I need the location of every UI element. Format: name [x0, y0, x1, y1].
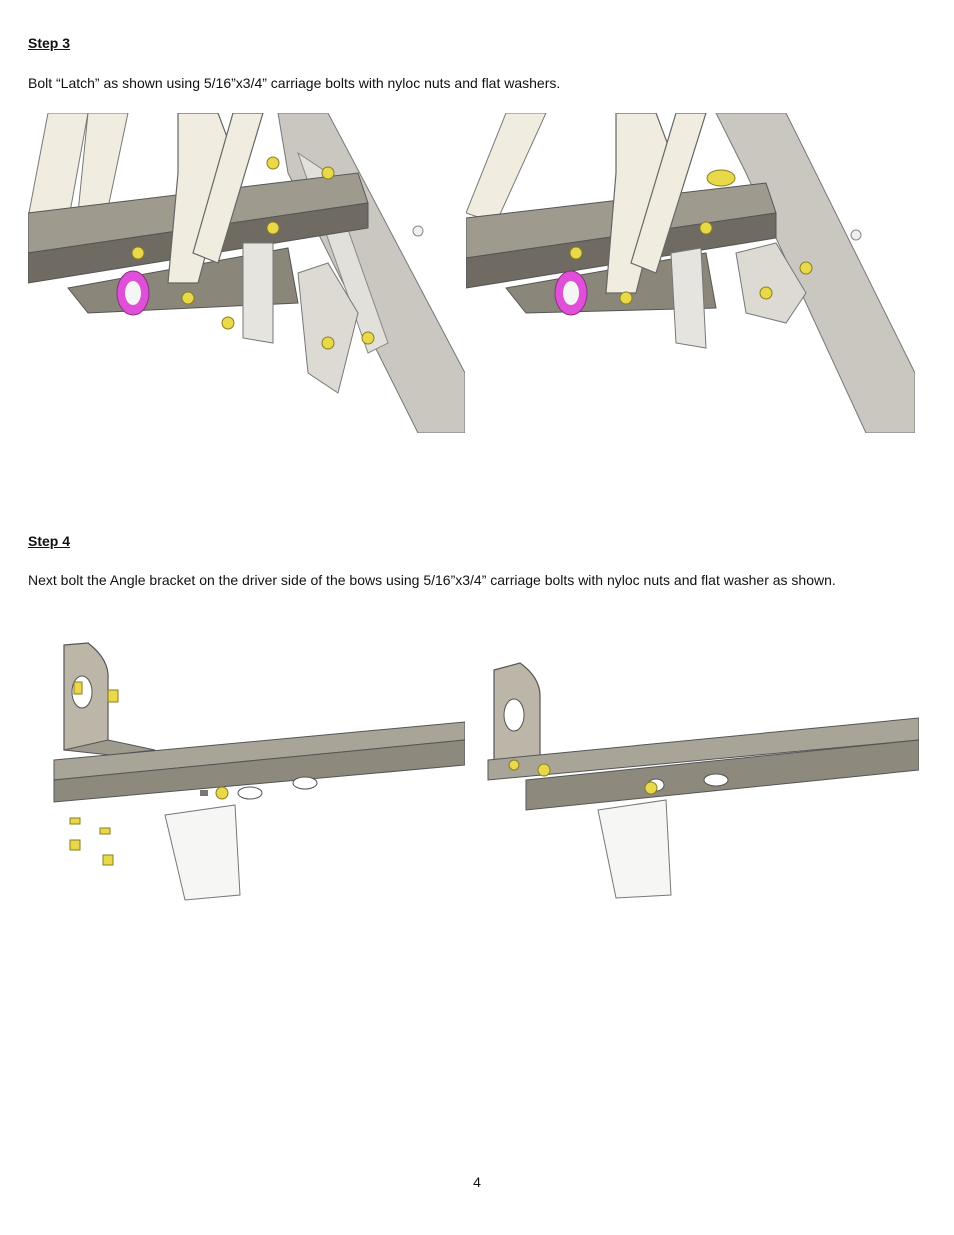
angle-bracket-exploded-illustration — [53, 642, 465, 901]
step3-figure-right — [466, 113, 915, 433]
step4-heading: Step 4 — [28, 533, 71, 549]
step4-figure-left — [50, 640, 465, 905]
step4-instructions: Next bolt the Angle bracket on the drive… — [28, 572, 836, 588]
latch-installed-illustration — [466, 113, 915, 433]
latch-exploded-illustration — [28, 113, 465, 433]
step3-heading: Step 3 — [28, 35, 71, 51]
angle-bracket-installed-illustration — [487, 662, 919, 899]
step4-figure-right — [486, 660, 919, 900]
step3-instructions: Bolt “Latch” as shown using 5/16”x3/4” c… — [28, 75, 561, 91]
step3-figure-left — [28, 113, 465, 433]
page-number: 4 — [473, 1174, 481, 1190]
